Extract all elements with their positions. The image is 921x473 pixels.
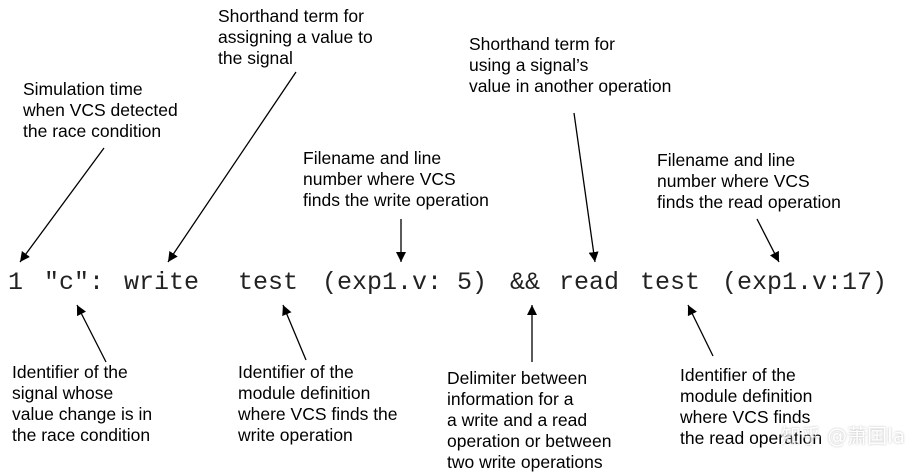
code-delimiter: && bbox=[510, 268, 541, 297]
code-read-op: read bbox=[559, 268, 620, 297]
code-write-op: write bbox=[124, 268, 200, 297]
annotation-read-location: Filename and line number where VCS finds… bbox=[657, 150, 841, 212]
annotation-simulation-time: Simulation time when VCS detected the ra… bbox=[23, 79, 178, 141]
annotation-write-term: Shorthand term for assigning a value to … bbox=[218, 6, 373, 68]
code-write-module: test bbox=[238, 268, 299, 297]
code-signal: "c": bbox=[44, 268, 105, 297]
arrow-signal-id bbox=[76, 304, 107, 363]
arrow-read-module-id bbox=[687, 304, 714, 357]
arrow-read-location bbox=[756, 218, 780, 263]
arrow-write-module-id bbox=[282, 304, 307, 361]
code-time: 1 bbox=[8, 268, 24, 297]
code-write-file: (exp1.v: 5) bbox=[322, 268, 488, 297]
code-read-file: (exp1.v:17) bbox=[722, 268, 888, 297]
annotation-signal-identifier: Identifier of the signal whose value cha… bbox=[12, 362, 153, 445]
annotation-write-module-identifier: Identifier of the module definition wher… bbox=[238, 362, 398, 445]
annotation-read-term: Shorthand term for using a signal’s valu… bbox=[469, 34, 672, 96]
annotation-read-module-identifier: Identifier of the module definition wher… bbox=[680, 365, 823, 448]
annotation-delimiter: Delimiter between information for a a wr… bbox=[447, 368, 612, 472]
watermark: 知乎 @萧国la bbox=[780, 424, 905, 448]
arrow-read-term bbox=[573, 112, 599, 263]
annotation-write-location: Filename and line number where VCS finds… bbox=[303, 148, 489, 210]
arrow-sim-time bbox=[19, 147, 105, 263]
code-read-module: test bbox=[640, 268, 701, 297]
arrow-write-term bbox=[167, 71, 297, 263]
